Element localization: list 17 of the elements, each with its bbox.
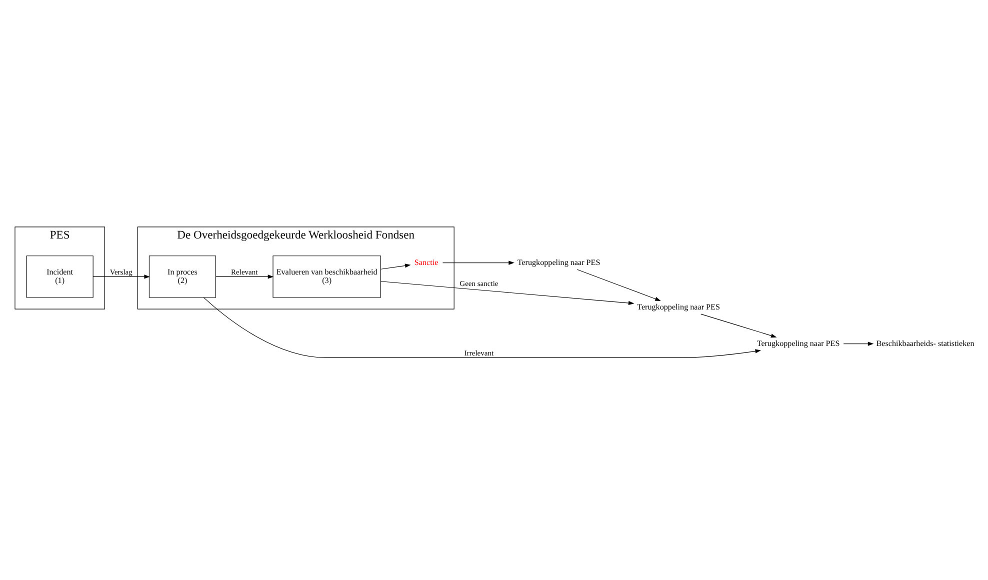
arrow (216, 274, 274, 279)
node-text: Sanctie (414, 258, 438, 267)
arrow (92, 274, 150, 279)
node-text: Beschikbaarheids- statistieken (876, 338, 974, 348)
node-text: Terugkoppeling naar PES (517, 258, 600, 267)
arrow (843, 342, 874, 346)
arrow (700, 314, 777, 338)
node-text: Terugkoppeling naar PES (637, 302, 720, 312)
arrow (203, 297, 762, 358)
node-text: Terugkoppeling naar PES (756, 338, 840, 348)
node-box: In proces (2) (148, 256, 216, 298)
node-box: Incident (1) (26, 256, 94, 298)
arrow (380, 264, 411, 270)
arrow (380, 281, 634, 306)
node-box: Evalueren van beschikbaarheid (3) (272, 256, 381, 298)
arrow (576, 269, 661, 301)
arrow (442, 260, 514, 265)
